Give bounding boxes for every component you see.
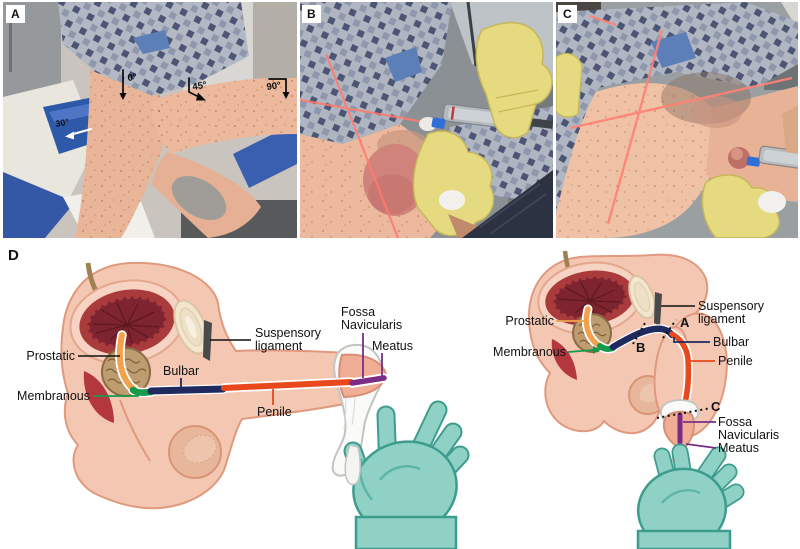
angle-30-label: 30° xyxy=(55,117,71,129)
panel-b-letter: B xyxy=(302,5,321,23)
marker-b: B xyxy=(636,340,645,355)
gauze xyxy=(439,190,465,210)
blue-mattress xyxy=(3,172,75,238)
segment-markers xyxy=(632,319,712,419)
panel-b-photo xyxy=(300,2,553,238)
pubic-bone xyxy=(173,299,209,355)
glove-left-edge xyxy=(556,52,583,118)
diagram-right-svg: A B C Prostatic Membranous Suspensory li… xyxy=(493,250,779,549)
gray-sock xyxy=(171,175,227,221)
gauze-twist xyxy=(344,444,362,486)
urethra-segments xyxy=(116,332,387,396)
panel-d-letter: D xyxy=(8,247,19,264)
angle-90-label: 90° xyxy=(266,80,282,93)
label-membranous: Membranous xyxy=(493,345,566,359)
label-suspensory-1: Suspensory xyxy=(698,299,765,313)
marker-a: A xyxy=(680,315,690,330)
panel-a-scene: 0° 45° 90° 30° xyxy=(3,2,297,238)
fossa-navicularis-segment xyxy=(349,375,387,386)
label-suspensory-2: ligament xyxy=(698,312,746,326)
rectum xyxy=(83,371,114,423)
label-prostatic: Prostatic xyxy=(26,349,75,363)
label-suspensory-1: Suspensory xyxy=(255,326,322,340)
angle-45-label: 45° xyxy=(192,80,208,93)
diagram-right-dependent: A B C Prostatic Membranous Suspensory li… xyxy=(480,245,800,549)
rectum xyxy=(551,339,577,380)
label-penile: Penile xyxy=(257,405,292,419)
labels-right: Prostatic Membranous Suspensory ligament… xyxy=(493,299,779,455)
bladder-folds xyxy=(557,281,621,316)
patient-legs xyxy=(75,44,297,238)
blue-cloth xyxy=(133,30,170,54)
diagram-left-svg: Prostatic Membranous Bulbar Penile Suspe… xyxy=(17,261,470,549)
panel-c-letter: C xyxy=(558,5,577,23)
labels-left: Prostatic Membranous Bulbar Penile Suspe… xyxy=(17,305,413,419)
label-fossa-1: Fossa xyxy=(718,415,752,429)
marker-b-line xyxy=(632,322,646,345)
bladder xyxy=(537,261,643,335)
label-meatus: Meatus xyxy=(372,339,413,353)
glove-lower xyxy=(412,130,495,237)
meatus-leader xyxy=(685,443,717,449)
panel-c-photo xyxy=(556,2,798,238)
pubic-bone xyxy=(628,274,656,320)
label-fossa-2: Navicularis xyxy=(718,428,779,442)
suspensory-ligament-shape xyxy=(654,292,662,326)
label-bulbar: Bulbar xyxy=(713,335,749,349)
label-meatus: Meatus xyxy=(718,441,759,455)
laser-lines xyxy=(300,53,431,238)
label-membranous: Membranous xyxy=(17,389,90,403)
label-bulbar: Bulbar xyxy=(163,364,199,378)
shield-frame xyxy=(466,2,478,67)
label-fossa-1: Fossa xyxy=(341,305,375,319)
bulbar-leader xyxy=(673,337,710,343)
label-prostatic: Prostatic xyxy=(505,314,554,328)
glove-hand xyxy=(343,400,470,549)
urethra-segments xyxy=(583,306,692,409)
gauze xyxy=(758,191,786,213)
arm-edge xyxy=(782,106,798,154)
panel-c-scene xyxy=(556,2,798,238)
blue-cloth xyxy=(651,32,696,68)
marker-a-line xyxy=(662,319,677,339)
testis xyxy=(168,425,222,479)
glove-hand xyxy=(636,443,745,549)
bulbar-urethra xyxy=(147,385,227,395)
panel-a-letter: A xyxy=(6,5,25,23)
label-fossa-2: Navicularis xyxy=(341,318,402,332)
diagram-left-stretched: Prostatic Membranous Bulbar Penile Suspe… xyxy=(0,245,490,549)
suspensory-ligament-shape xyxy=(203,320,212,361)
angle-0-label: 0° xyxy=(127,72,138,84)
marker-c-line xyxy=(656,407,712,419)
label-suspensory-2: ligament xyxy=(255,339,303,353)
perineum-contour xyxy=(119,399,151,462)
angle-annotations: 0° 45° 90° 30° xyxy=(55,69,290,140)
membranous-leader xyxy=(93,394,139,397)
panel-b-scene xyxy=(300,2,553,238)
blue-cloth xyxy=(385,47,422,82)
hospital-gown xyxy=(300,2,452,144)
penile-urethra xyxy=(669,331,692,409)
penile-urethra xyxy=(221,379,354,391)
bladder-folds xyxy=(92,302,160,344)
label-penile: Penile xyxy=(718,354,753,368)
catheter-hub xyxy=(746,156,761,167)
laser-lines xyxy=(569,14,793,225)
panel-a-photo: 0° 45° 90° 30° xyxy=(3,2,297,238)
sweater-sleeve xyxy=(462,170,553,238)
bed-edge xyxy=(233,122,297,188)
membranous-arrowhead xyxy=(593,346,601,354)
marker-c: C xyxy=(711,399,721,414)
catheter-hub xyxy=(431,117,446,129)
membranous-leader xyxy=(567,349,595,353)
